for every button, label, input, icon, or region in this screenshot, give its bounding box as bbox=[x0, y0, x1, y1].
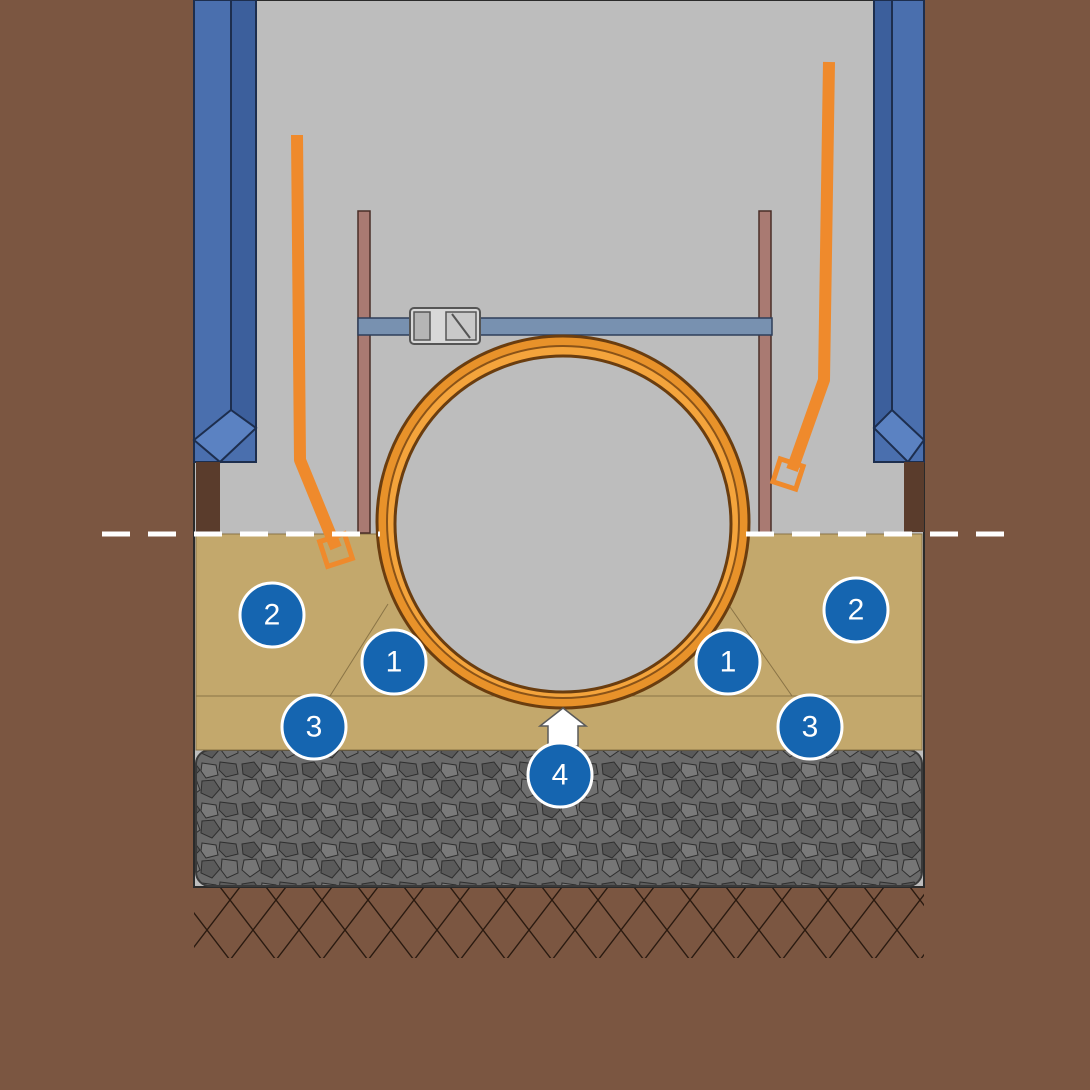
badge-2-left-label: 2 bbox=[264, 599, 281, 632]
badge-4-label: 4 bbox=[552, 759, 569, 792]
badge-3-right-label: 3 bbox=[802, 711, 819, 744]
arrow-up-icon bbox=[537, 707, 589, 747]
lifting-sling-left bbox=[291, 134, 356, 570]
badge-3-right: 3 bbox=[776, 693, 844, 761]
badge-1-left: 1 bbox=[360, 628, 428, 696]
badge-4: 4 bbox=[526, 741, 594, 809]
badge-1-right: 1 bbox=[694, 628, 762, 696]
pipe bbox=[375, 334, 751, 710]
ratchet-buckle-icon bbox=[409, 307, 481, 345]
badge-3-left: 3 bbox=[280, 693, 348, 761]
badge-2-right: 2 bbox=[822, 576, 890, 644]
badge-1-left-label: 1 bbox=[386, 646, 403, 679]
badge-1-right-label: 1 bbox=[720, 646, 737, 679]
subgrade-hatch bbox=[194, 886, 924, 958]
badge-2-right-label: 2 bbox=[848, 594, 865, 627]
badge-2-left: 2 bbox=[238, 581, 306, 649]
shoring-wall-left bbox=[192, 0, 258, 532]
shoring-wall-right bbox=[872, 0, 926, 532]
lifting-sling-right bbox=[769, 61, 835, 493]
badge-3-left-label: 3 bbox=[306, 711, 323, 744]
